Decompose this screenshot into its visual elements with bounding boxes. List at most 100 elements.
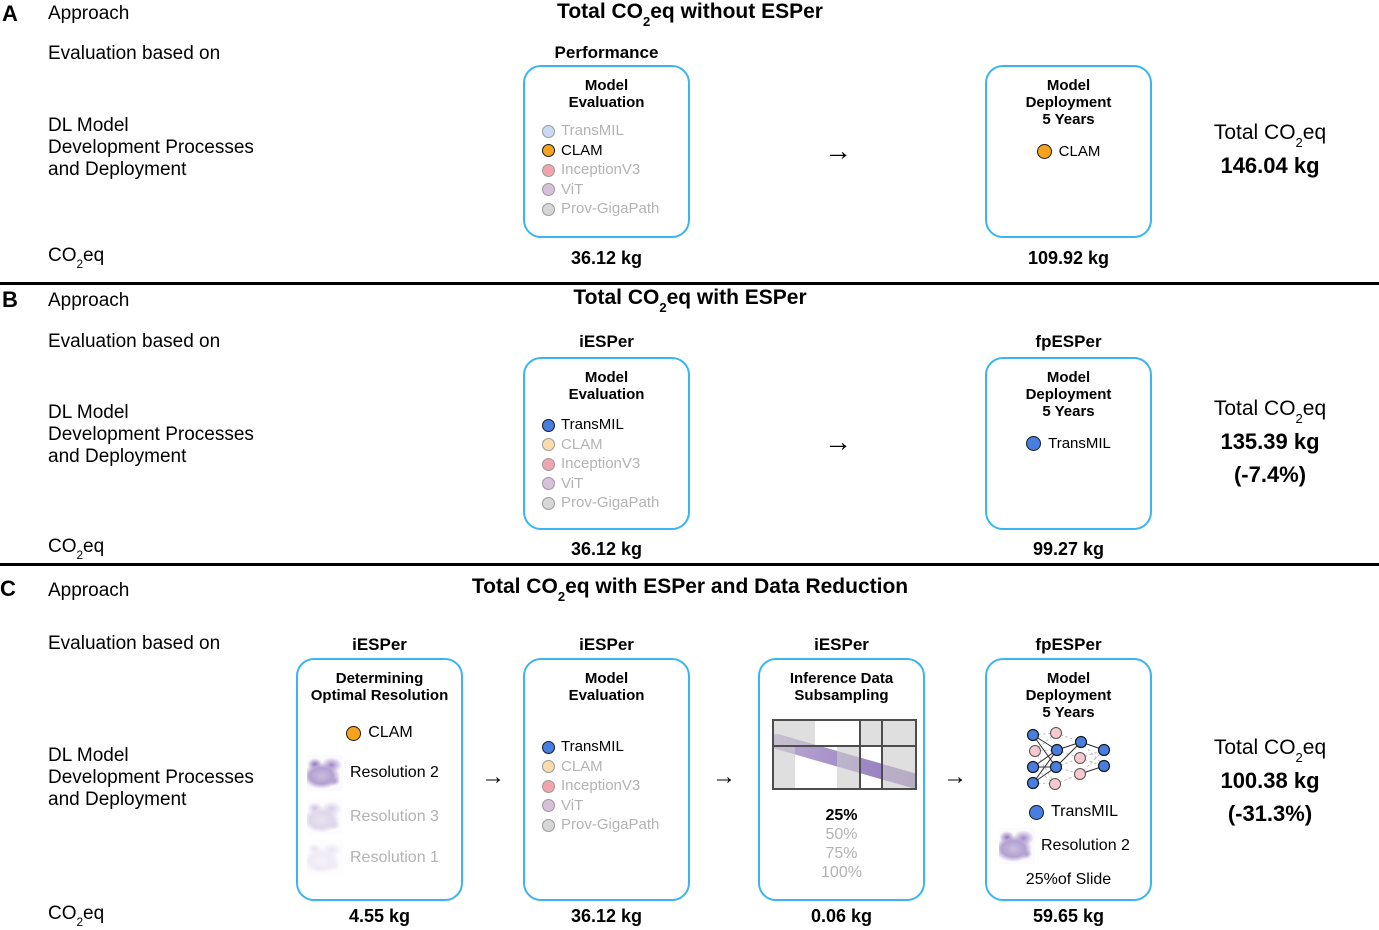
neural-network-icon xyxy=(1026,727,1111,790)
total-delta: (-31.3%) xyxy=(1227,801,1313,826)
total-value: 100.38 kg xyxy=(1220,768,1320,793)
total-block-b: Total CO2eq 135.39 kg (-7.4%) xyxy=(1175,396,1365,488)
model-dot-icon xyxy=(542,818,555,832)
evaluation-based-on-label-c: Evaluation based on xyxy=(48,633,221,654)
co2-value: 109.92 kg xyxy=(1027,248,1110,268)
slide-subsampling-image xyxy=(772,719,917,790)
co2eq-row-label-b: CO2eq xyxy=(48,536,105,563)
box-title: Model Evaluation xyxy=(568,369,645,403)
co2-value: 4.55 kg xyxy=(348,906,411,926)
model-label: ViT xyxy=(561,474,584,492)
panel-divider xyxy=(0,563,1379,566)
approach-label-b: Approach xyxy=(48,290,130,311)
model-item-inceptionv3: InceptionV3 xyxy=(542,778,659,794)
model-label: TransMIL xyxy=(1051,803,1118,820)
model-dot-icon xyxy=(542,183,555,196)
total-value: 135.39 kg xyxy=(1220,429,1320,454)
model-evaluation-box-c: Model Evaluation TransMIL CLAM Inception… xyxy=(523,658,690,901)
iesper-header-b: iESPer xyxy=(579,332,634,351)
model-label: CLAM xyxy=(561,141,603,159)
model-dot-icon xyxy=(542,144,555,157)
approach-label-a: Approach xyxy=(48,3,130,24)
model-dot-icon xyxy=(542,124,555,138)
deployed-model-item: TransMIL xyxy=(987,435,1150,452)
slide-fraction-label: 25%of Slide xyxy=(1025,871,1112,888)
box-title: Model Evaluation xyxy=(568,670,645,704)
co2-value: 36.12 kg xyxy=(570,906,643,926)
model-deployment-box-a: Model Deployment 5 Years CLAM xyxy=(985,65,1152,238)
co2-value: 0.06 kg xyxy=(810,906,873,926)
iesper-header-c1: iESPer xyxy=(352,635,407,654)
panel-divider xyxy=(0,282,1379,285)
co2-value: 36.12 kg xyxy=(570,539,643,559)
model-label: ViT xyxy=(561,180,584,198)
dl-model-label-c: DL Model Development Processes and Deplo… xyxy=(48,745,254,810)
model-evaluation-box-b: Model Evaluation TransMIL CLAM Inception… xyxy=(523,357,690,530)
box-title: Inference Data Subsampling xyxy=(789,670,894,704)
panel-a-title: Total CO2eq without ESPer xyxy=(557,0,823,30)
model-item-inceptionv3: InceptionV3 xyxy=(542,162,659,178)
model-label: Prov-GigaPath xyxy=(561,494,660,511)
model-item-clam: CLAM xyxy=(542,435,659,453)
percentage-option: 75% xyxy=(825,845,858,862)
model-list: TransMIL CLAM InceptionV3 ViT Prov-GigaP… xyxy=(542,417,659,511)
percentage-option: 100% xyxy=(821,864,862,881)
total-block-c: Total CO2eq 100.38 kg (-31.3%) xyxy=(1175,735,1365,827)
inference-data-subsampling-box: Inference Data Subsampling 25% 50% 75% 1… xyxy=(758,658,925,901)
grid-line xyxy=(774,745,915,748)
model-dot-icon xyxy=(542,438,555,451)
box-title: Model Evaluation xyxy=(568,77,645,111)
evaluation-based-on-label-b: Evaluation based on xyxy=(48,331,221,352)
deployed-model-item: CLAM xyxy=(987,143,1150,160)
model-dot-icon xyxy=(542,779,555,793)
model-dot-icon xyxy=(542,740,555,754)
sampled-patch xyxy=(837,745,859,788)
total-block-a: Total CO2eq 146.04 kg xyxy=(1175,120,1365,179)
model-dot-icon xyxy=(1029,804,1044,820)
histology-thumbnail-icon xyxy=(307,840,343,876)
evaluation-based-on-label-a: Evaluation based on xyxy=(48,43,221,64)
sampled-patch xyxy=(774,721,815,746)
right-arrow-icon: → xyxy=(943,763,967,790)
co2eq-row-label-c: CO2eq xyxy=(48,903,105,930)
total-label: Total CO2eq xyxy=(1213,121,1327,151)
model-label: Prov-GigaPath xyxy=(561,816,660,833)
total-value: 146.04 kg xyxy=(1220,153,1320,178)
resolution-row-2: Resolution 2 xyxy=(307,755,439,791)
model-label: InceptionV3 xyxy=(561,455,641,472)
model-label: CLAM xyxy=(561,757,603,775)
model-dot-icon xyxy=(542,163,555,177)
deployed-model-item: TransMIL xyxy=(1029,803,1118,821)
model-label: CLAM xyxy=(561,435,603,453)
model-dot-icon xyxy=(542,418,555,432)
model-label: TransMIL xyxy=(561,738,624,755)
co2-value: 99.27 kg xyxy=(1032,539,1105,559)
model-deployment-box-b: Model Deployment 5 Years TransMIL xyxy=(985,357,1152,530)
model-item-inceptionv3: InceptionV3 xyxy=(542,456,659,472)
iesper-header-c3: iESPer xyxy=(814,635,869,654)
histology-thumbnail-icon xyxy=(999,828,1035,864)
resolution-label: Resolution 1 xyxy=(350,849,439,866)
approach-label-c: Approach xyxy=(48,580,130,601)
box-title: Model Deployment 5 Years xyxy=(1025,670,1112,721)
histology-thumbnail-icon xyxy=(307,799,343,835)
model-label: TransMIL xyxy=(561,122,624,139)
model-dot-icon xyxy=(542,202,555,216)
model-list: TransMIL CLAM InceptionV3 ViT Prov-GigaP… xyxy=(542,123,659,217)
panel-c-title: Total CO2eq with ESPer and Data Reductio… xyxy=(471,575,909,605)
co2eq-row-label-a: CO2eq xyxy=(48,245,105,272)
right-arrow-icon: → xyxy=(824,426,852,457)
model-label: InceptionV3 xyxy=(561,777,641,794)
model-dot-icon xyxy=(1036,144,1052,159)
model-item-transmil: TransMIL xyxy=(542,739,659,755)
sampled-patch xyxy=(774,745,796,788)
model-item-clam: CLAM xyxy=(542,141,659,159)
model-label: CLAM xyxy=(368,724,413,741)
model-dot-icon xyxy=(542,477,555,490)
grid-line xyxy=(858,721,861,788)
model-label: InceptionV3 xyxy=(561,161,641,178)
model-label: TransMIL xyxy=(561,416,624,433)
model-label: ViT xyxy=(561,796,584,814)
determining-optimal-resolution-box: Determining Optimal Resolution CLAM Reso… xyxy=(296,658,463,901)
fpesper-header-b: fpESPer xyxy=(1035,332,1102,351)
